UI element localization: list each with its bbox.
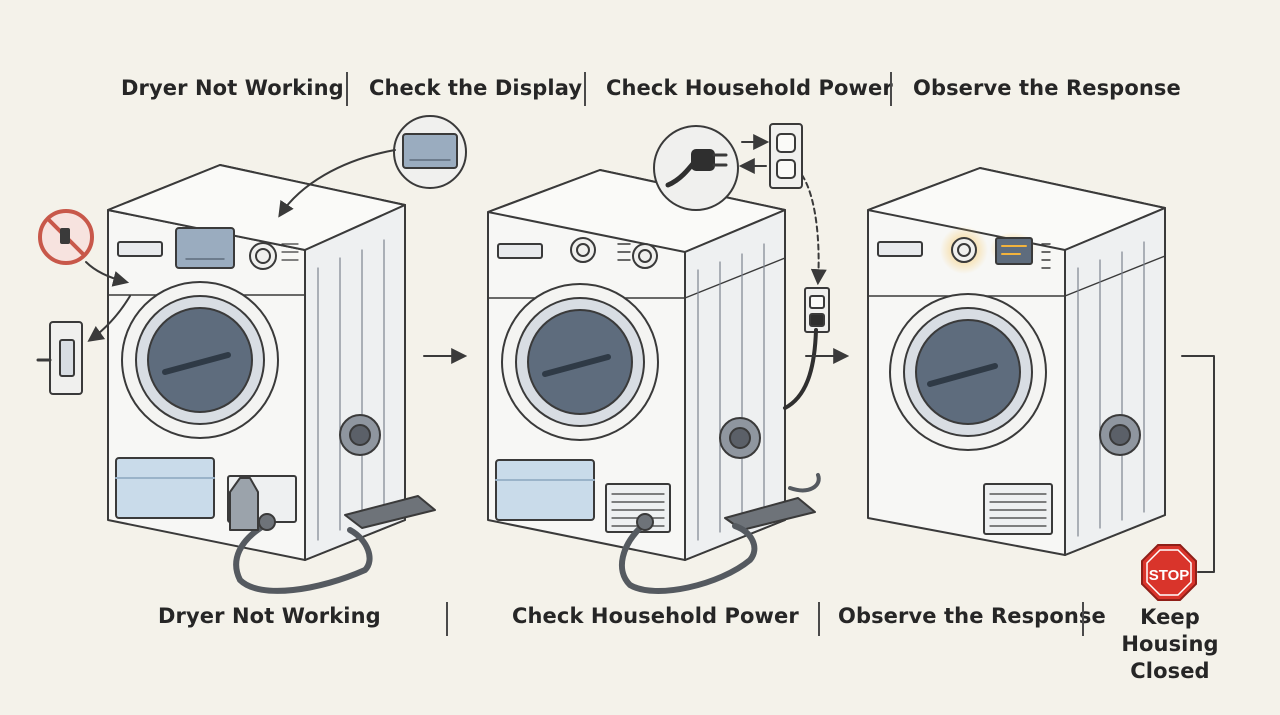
wall-outlet-icon <box>769 123 803 189</box>
stop-sign-icon: STOP <box>1141 544 1197 601</box>
prohibition-icon <box>38 209 94 265</box>
top-separator-1 <box>346 72 348 106</box>
top-label-observe-response: Observe the Response <box>913 76 1181 100</box>
bottom-separator-1 <box>446 602 448 636</box>
top-separator-2 <box>584 72 586 106</box>
display-magnifier-icon <box>393 115 467 189</box>
top-label-dryer-not-working: Dryer Not Working <box>121 76 344 100</box>
top-separator-3 <box>890 72 892 106</box>
bottom-separator-3 <box>1082 602 1084 636</box>
bracket-line <box>1181 355 1215 573</box>
dryer-machine-1 <box>107 164 436 594</box>
wall-switch-icon <box>36 321 83 395</box>
top-label-check-display: Check the Display <box>369 76 583 100</box>
bottom-label-check-power: Check Household Power <box>512 604 799 628</box>
bottom-label-dryer-not-working: Dryer Not Working <box>158 604 381 628</box>
side-outlet-icon <box>804 287 830 333</box>
power-plug-icon <box>653 125 739 211</box>
bottom-label-observe-response: Observe the Response <box>838 604 1106 628</box>
dryer-machine-3 <box>867 167 1166 556</box>
bottom-label-keep-housing-closed: Keep Housing Closed <box>1121 605 1219 683</box>
top-label-check-power: Check Household Power <box>606 76 893 100</box>
bottom-separator-2 <box>818 602 820 636</box>
stop-sign-text: STOP <box>1149 567 1190 584</box>
dryer-machine-2 <box>487 169 821 594</box>
